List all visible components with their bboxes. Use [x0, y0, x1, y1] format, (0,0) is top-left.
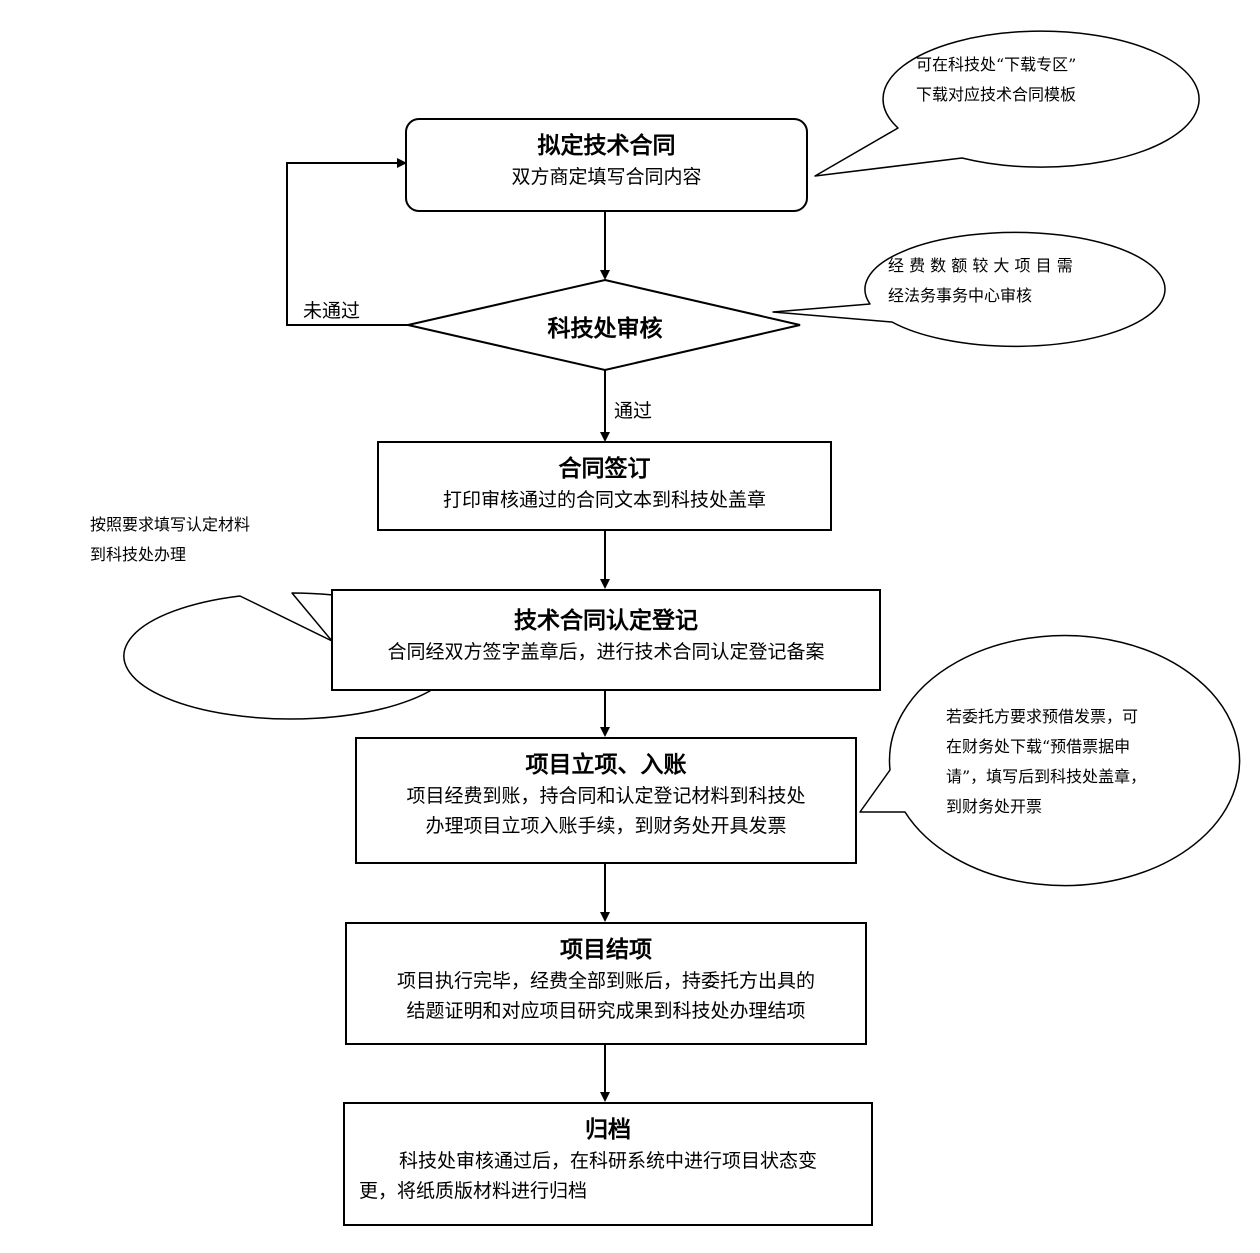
callout-invoice-line-1: 若委托方要求预借发票，可 [946, 707, 1139, 726]
node-draft-title: 拟定技术合同 [537, 132, 676, 159]
callout-download-bubble [814, 30, 1200, 177]
node-close-title: 项目结项 [560, 936, 652, 963]
node-sign-contract: 合同签订 打印审核通过的合同文本到科技处盖章 [377, 441, 832, 531]
node-sign-desc: 打印审核通过的合同文本到科技处盖章 [442, 489, 766, 511]
review-diamond [407, 278, 801, 372]
node-account-desc-1: 项目经费到账，持合同和认定登记材料到科技处 [406, 785, 806, 807]
node-close-desc-1: 项目执行完毕，经费全部到账后，持委托方出具的 [396, 970, 815, 992]
callout-legal-line-2: 经法务事务中心审核 [888, 286, 1033, 305]
callout-invoice-line-2: 在财务处下载“预借票据申 [946, 737, 1131, 756]
node-close-desc-2: 结题证明和对应项目研究成果到科技处办理结项 [406, 1000, 806, 1022]
node-account: 项目立项、入账 项目经费到账，持合同和认定登记材料到科技处 办理项目立项入账手续… [355, 737, 857, 864]
callout-legal-bubble [772, 231, 1166, 348]
node-register-title: 技术合同认定登记 [514, 607, 698, 634]
callout-download-line-1: 可在科技处“下载专区” [916, 55, 1077, 74]
callout-invoice-bubble [859, 634, 1241, 887]
callout-materials-line-1: 按照要求填写认定材料 [90, 515, 251, 534]
node-account-title: 项目立项、入账 [525, 751, 687, 778]
node-sign-title: 合同签订 [558, 455, 651, 482]
callout-invoice-line-4: 到财务处开票 [946, 797, 1043, 816]
callout-download-line-2: 下载对应技术合同模板 [916, 85, 1077, 104]
node-draft-desc: 双方商定填写合同内容 [511, 166, 702, 188]
edge-label-fail: 未通过 [303, 300, 361, 322]
node-archive-desc-2: 更，将纸质版材料进行归档 [359, 1180, 588, 1202]
callout-legal-text: 经 费 数 额 较 大 项 目 需 经法务事务中心审核 [888, 251, 1108, 311]
callout-materials-text: 按照要求填写认定材料 到科技处办理 [90, 510, 320, 570]
callout-legal-line-1: 经 费 数 额 较 大 项 目 需 [888, 256, 1073, 275]
node-register-desc: 合同经双方签字盖章后，进行技术合同认定登记备案 [387, 641, 825, 663]
callout-invoice-text: 若委托方要求预借发票，可 在财务处下载“预借票据申 请”，填写后到科技处盖章， … [946, 702, 1186, 822]
edge-label-pass: 通过 [614, 400, 653, 422]
edge-review-fail-loop [286, 158, 408, 326]
callout-download-text: 可在科技处“下载专区” 下载对应技术合同模板 [916, 50, 1146, 110]
node-account-desc-2: 办理项目立项入账手续，到财务处开具发票 [425, 815, 787, 837]
callout-materials-line-2: 到科技处办理 [90, 545, 187, 564]
callout-invoice-line-3: 请”，填写后到科技处盖章， [946, 767, 1147, 786]
node-draft-contract: 拟定技术合同 双方商定填写合同内容 [405, 118, 808, 212]
node-review-title: 科技处审核 [547, 315, 663, 342]
node-close: 项目结项 项目执行完毕，经费全部到账后，持委托方出具的 结题证明和对应项目研究成… [345, 922, 867, 1045]
node-archive-desc-1: 科技处审核通过后，在科研系统中进行项目状态变 [398, 1150, 817, 1172]
node-archive-title: 归档 [585, 1116, 631, 1143]
node-archive: 归档 科技处审核通过后，在科研系统中进行项目状态变 更，将纸质版材料进行归档 [343, 1102, 873, 1226]
node-register: 技术合同认定登记 合同经双方签字盖章后，进行技术合同认定登记备案 [331, 589, 881, 691]
